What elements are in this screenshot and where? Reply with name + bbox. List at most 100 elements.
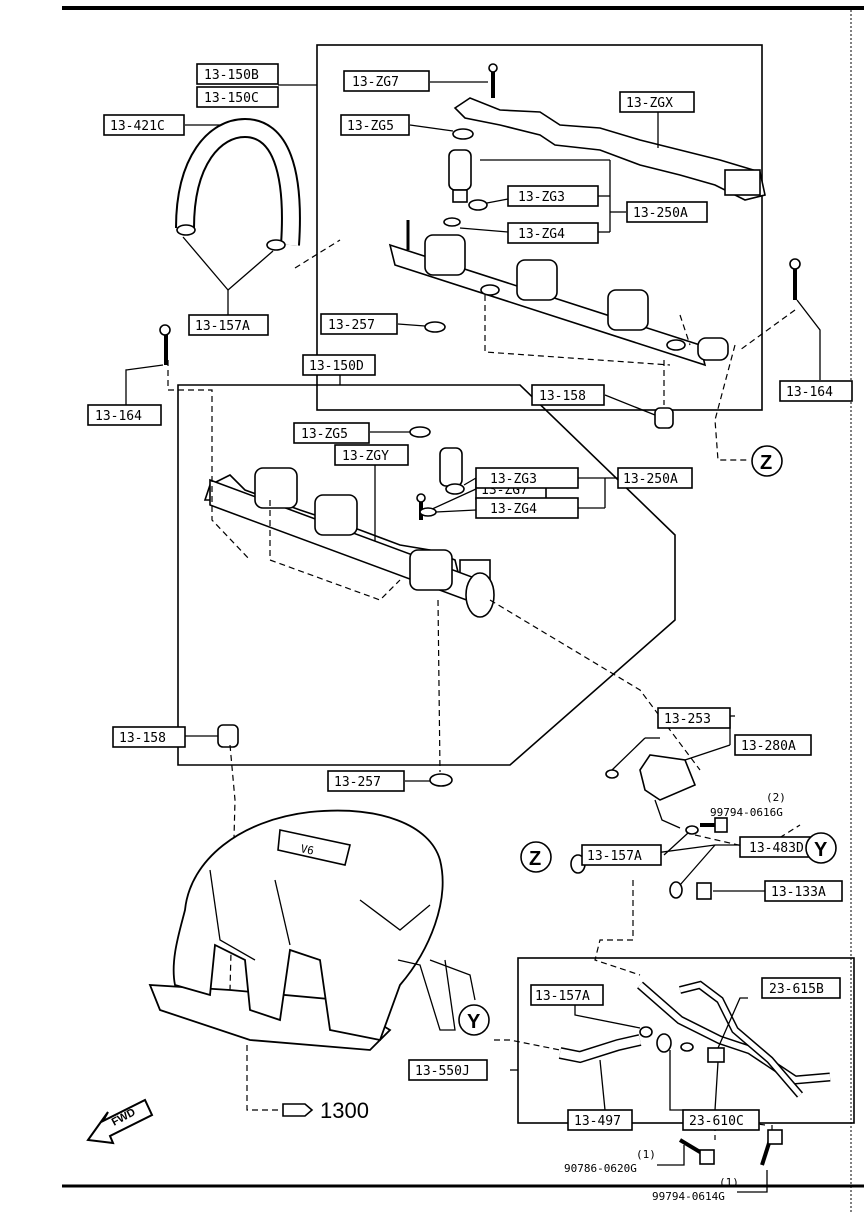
label-13-164-top[interactable]: 13-164 [779,380,853,402]
label-13-zg3-top[interactable]: 13-ZG3 [507,185,599,207]
bolt-zg7-top [488,63,498,73]
bolt-164-mid [159,324,171,336]
bolt-164-top [789,258,801,270]
label-13-150d[interactable]: 13-150D [302,354,376,376]
assembly-box-150b [316,44,763,411]
label-13-zg4-top[interactable]: 13-ZG4 [507,222,599,244]
label-13-zg5-mid[interactable]: 13-ZG5 [293,422,370,444]
svg-text:Z: Z [529,848,541,870]
ref-1300[interactable]: 1300 [320,1098,369,1123]
svg-text:13-ZG3: 13-ZG3 [490,472,537,487]
svg-text:13-483D: 13-483D [749,841,804,856]
o-ring-zg4-top [443,217,461,227]
svg-text:13-ZG5: 13-ZG5 [347,119,394,134]
insulator-257-mid [429,773,453,787]
label-13-164-mid[interactable]: 13-164 [87,404,162,426]
fuel-injector-top [448,149,472,191]
connector-z-top[interactable]: Z [751,445,783,477]
svg-text:13-158: 13-158 [119,731,166,746]
insulator-158-mid [217,724,239,748]
svg-text:13-157A: 13-157A [535,989,590,1004]
label-13-497[interactable]: 13-497 [567,1109,633,1131]
label-13-158-mid[interactable]: 13-158 [112,726,186,748]
insulator-257-top [424,321,446,333]
connector-y-right[interactable]: Y [805,832,837,864]
label-13-157a-top[interactable]: 13-157A [188,314,269,336]
clamp-157a-low [639,1026,653,1038]
label-13-157a-mid[interactable]: 13-157A [581,844,662,866]
hose-497 [559,1035,641,1062]
svg-text:13-280A: 13-280A [741,739,796,754]
label-13-zgx[interactable]: 13-ZGX [619,91,695,113]
connector-z-low[interactable]: Z [520,841,552,873]
svg-text:13-ZG4: 13-ZG4 [490,502,537,517]
svg-text:13-164: 13-164 [95,409,142,424]
qty-1-b: (1) [719,1176,739,1189]
svg-text:Y: Y [814,839,828,861]
rail-cup-mid-1 [254,467,298,509]
label-13-133a[interactable]: 13-133A [764,880,843,902]
rail-flange [465,572,495,618]
label-13-253[interactable]: 13-253 [657,707,731,729]
rail-end-fitting [697,337,729,361]
injector-harness-zgx [453,97,766,201]
svg-text:13-150B: 13-150B [204,68,259,83]
svg-text:23-615B: 23-615B [769,982,824,997]
connector-y-low[interactable]: Y [458,1004,490,1036]
label-13-157a-low[interactable]: 13-157A [530,984,604,1006]
fuel-rail-top [388,243,707,367]
label-13-550j[interactable]: 13-550J [408,1059,488,1081]
label-13-zg7-top[interactable]: 13-ZG7 [343,70,430,92]
label-13-zg3-mid[interactable]: 13-ZG3 [475,467,579,489]
label-13-150b[interactable]: 13-150B [196,63,279,85]
label-13-250a-top[interactable]: 13-250A [626,201,708,223]
fuel-hose [177,119,299,246]
o-ring-zg3-top [468,199,488,211]
svg-text:13-ZG3: 13-ZG3 [518,190,565,205]
svg-text:13-157A: 13-157A [195,319,250,334]
rail-cup-mid-3 [409,549,453,591]
bolt-133a [696,882,712,900]
gasket-483d-b [669,881,683,899]
label-13-250a-mid[interactable]: 13-250A [617,467,693,489]
label-23-615b[interactable]: 23-615B [761,977,841,999]
label-13-zg5-top[interactable]: 13-ZG5 [340,114,410,136]
o-ring-zg4-mid [419,507,437,517]
fwd-arrow-icon: FWD [86,1098,154,1145]
label-13-483d[interactable]: 13-483D [739,836,825,858]
svg-text:13-250A: 13-250A [623,472,678,487]
svg-text:13-ZG7: 13-ZG7 [352,75,399,90]
bolt-number-614: 99794-0614G [652,1190,725,1203]
washer-zg5-mid [409,426,431,438]
svg-text:13-497: 13-497 [574,1114,621,1129]
rail-cup-2 [516,259,558,301]
bolt-number-616: 99794-0616G [710,806,783,819]
label-13-257-top[interactable]: 13-257 [320,313,398,335]
label-13-257-mid[interactable]: 13-257 [327,770,405,792]
label-13-421c[interactable]: 13-421C [103,114,185,136]
label-13-zgy[interactable]: 13-ZGY [334,444,409,466]
bolt-620 [699,1149,715,1165]
svg-text:Z: Z [760,452,772,474]
o-ring-zg3-mid [445,483,465,495]
rail-cup-mid-2 [314,494,358,536]
fuel-injector-mid [439,447,463,487]
hand-pointer-icon [282,1103,314,1117]
label-13-zg4-mid[interactable]: 13-ZG4 [475,497,579,519]
label-13-280a[interactable]: 13-280A [734,734,812,756]
svg-text:23-610C: 23-610C [689,1114,744,1129]
label-23-610c[interactable]: 23-610C [682,1109,760,1131]
bolt-615b [707,1047,725,1063]
svg-text:13-ZGY: 13-ZGY [342,449,389,464]
fuel-pipe-main [638,982,831,1084]
label-13-150c[interactable]: 13-150C [196,86,279,108]
svg-text:Y: Y [467,1011,481,1033]
svg-text:13-ZG5: 13-ZG5 [301,427,348,442]
clip-610c-b [680,1042,694,1052]
label-13-158-top[interactable]: 13-158 [531,384,605,406]
qty-2: (2) [766,791,786,804]
insulator-158-top [654,407,674,429]
qty-1-a: (1) [636,1148,656,1161]
svg-text:13-ZG4: 13-ZG4 [518,227,565,242]
